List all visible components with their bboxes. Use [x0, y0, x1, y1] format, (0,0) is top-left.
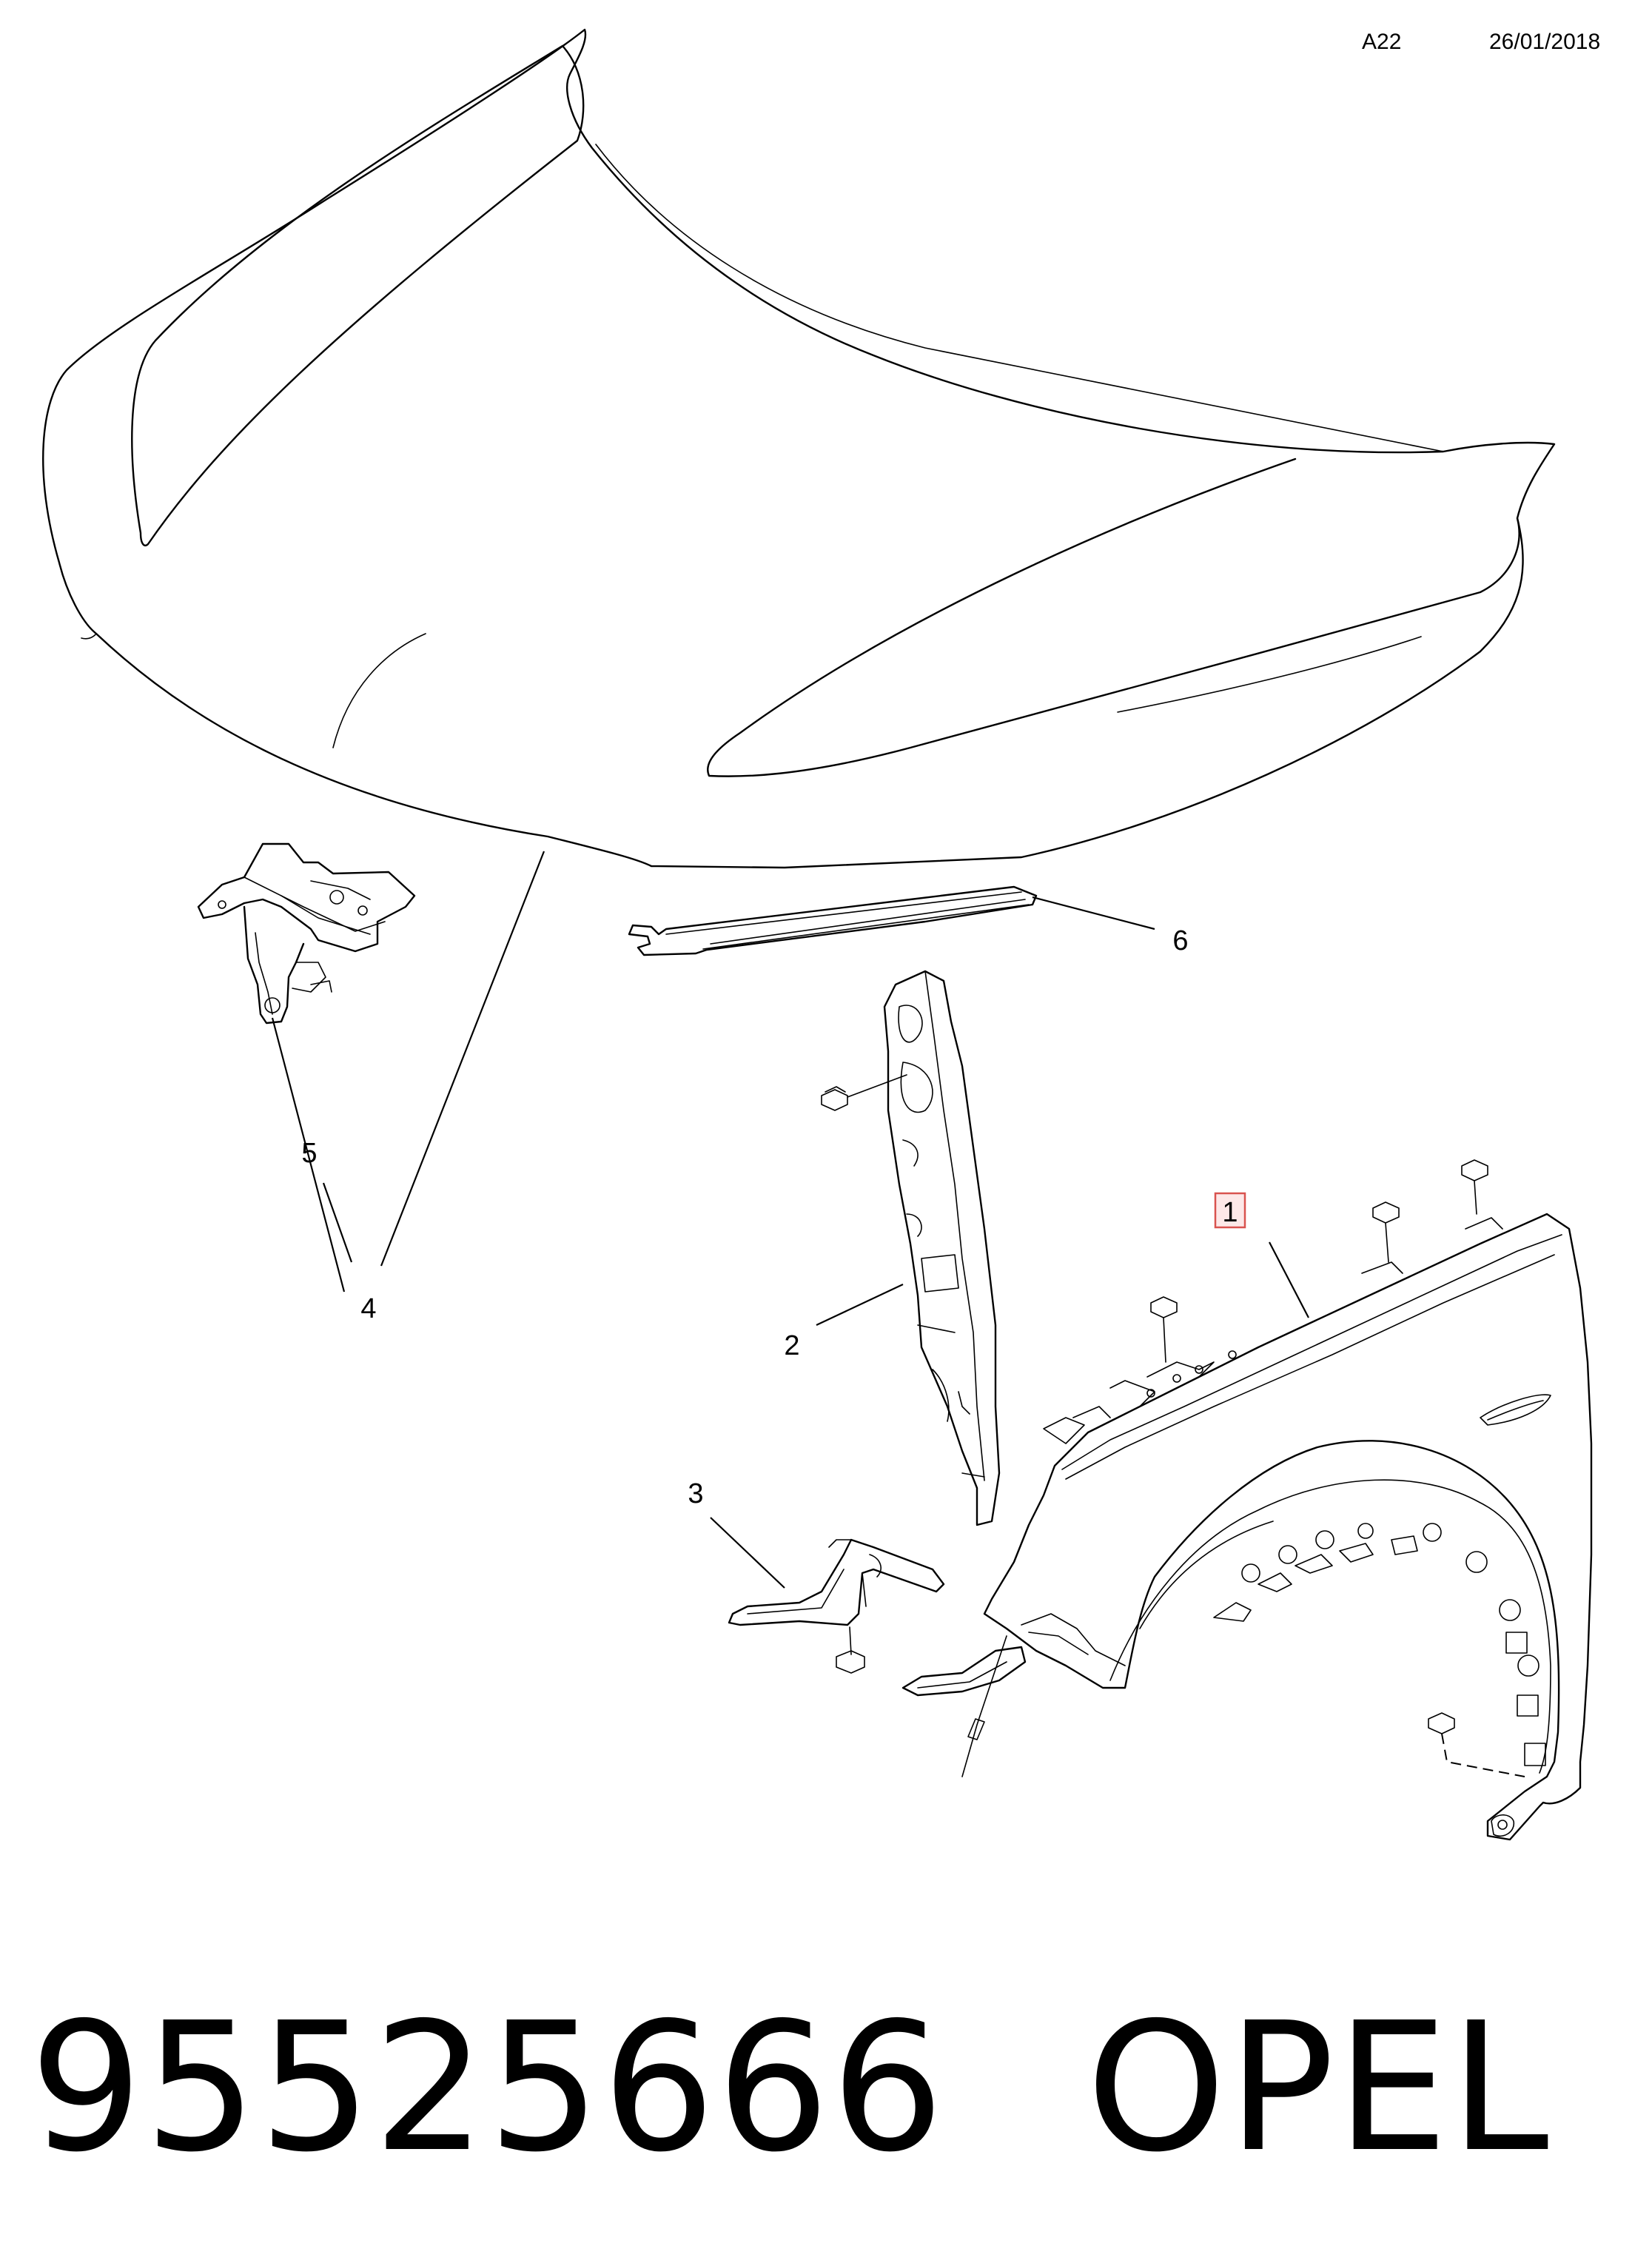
callout-1-label: 1 [1222, 1197, 1238, 1228]
hood-drawing [42, 28, 1556, 869]
callout-3-label: 3 [688, 1478, 703, 1509]
callout-4-label: 4 [360, 1293, 376, 1324]
leader-lines [271, 851, 1309, 1589]
callout-2-label: 2 [784, 1330, 799, 1361]
brand-name: OPEL [1086, 1984, 1551, 2191]
seal-drawing [628, 885, 1038, 956]
diagram-code: A22 [1362, 30, 1402, 54]
inner-bracket-drawing [821, 970, 1001, 1526]
callout-5-label: 5 [301, 1138, 317, 1169]
diagram-date: 26/01/2018 [1489, 30, 1601, 54]
hinge-drawing [197, 842, 416, 1025]
callout-1: 1 [1214, 1192, 1246, 1229]
callout-6-label: 6 [1172, 925, 1188, 956]
fender-screws [1150, 1159, 1525, 1777]
parts-diagram: 1 2 3 4 5 6 [42, 28, 1593, 1841]
fender-drawing [901, 1159, 1593, 1841]
part-number: 95525666 [30, 1984, 946, 2191]
support-bracket-drawing [728, 1538, 945, 1674]
bracket-screw [821, 1074, 907, 1111]
